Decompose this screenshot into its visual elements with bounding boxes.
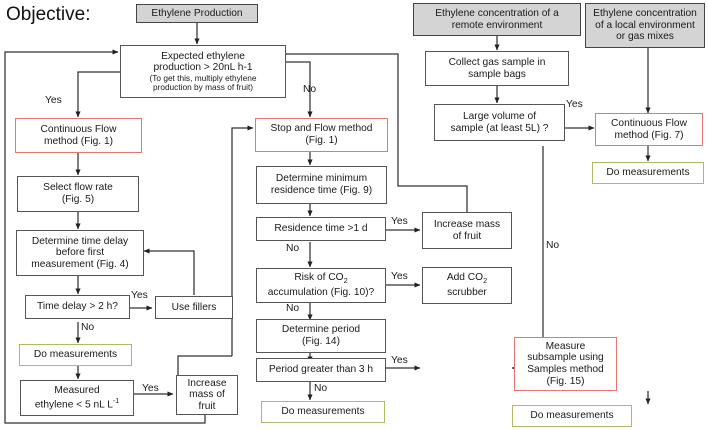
edge-label-no-expected: No — [303, 84, 317, 95]
node-label-line2: before first — [55, 247, 105, 259]
node-label: Time delay > 2 h? — [37, 301, 118, 313]
node-risk-of-co2-accumulation[interactable]: Risk of CO2 accumulation (Fig. 10)? — [256, 268, 386, 303]
edge-label-yes-risk: Yes — [391, 271, 408, 282]
node-expected-ethylene-production[interactable]: Expected ethylene production > 20nL h-1 … — [120, 45, 286, 98]
edge-label-yes-residence: Yes — [391, 216, 408, 227]
expected-note-2: production by mass of fruit) — [152, 82, 254, 93]
edge-label-no-period: No — [314, 383, 328, 394]
node-label-line3: Samples method — [527, 364, 604, 375]
add-co2-sub: 2 — [483, 276, 488, 286]
edge-label-yes-period: Yes — [391, 355, 408, 366]
node-label: Do measurements — [606, 167, 690, 179]
node-remote-environment[interactable]: Ethylene concentration of a remote envir… — [413, 3, 581, 36]
node-label: Use fillers — [171, 301, 217, 313]
node-stop-and-flow-method[interactable]: Stop and Flow method (Fig. 1) — [255, 118, 388, 152]
node-local-environment[interactable]: Ethylene concentration of a local enviro… — [585, 3, 705, 48]
risk-co2-text: Risk of CO — [294, 272, 344, 284]
measured-ethylene-sup: -1 — [112, 398, 120, 406]
node-do-measurements-mid[interactable]: Do measurements — [261, 401, 385, 423]
node-label-line2: method (Fig. 7) — [614, 129, 684, 141]
edge-label-no-timedelay: No — [81, 322, 95, 333]
node-determine-minimum-residence-time[interactable]: Determine minimum residence time (Fig. 9… — [256, 166, 387, 204]
node-label-line1: Continuous Flow — [40, 123, 117, 135]
edge-label-no-large-volume: No — [546, 240, 560, 251]
node-label-line2: remote environment — [451, 19, 543, 31]
node-label-line2: of fruit — [452, 230, 482, 242]
node-label-line1: Risk of CO2 — [294, 272, 347, 287]
edge-label-yes-expected: Yes — [45, 95, 62, 106]
node-period-question[interactable]: Period greater than 3 h — [256, 358, 386, 382]
node-label-line2: (Fig. 1) — [305, 135, 338, 146]
node-determine-period[interactable]: Determine period (Fig. 14) — [256, 319, 386, 353]
node-label-line1: Determine period — [281, 324, 361, 336]
expected-line-1: Expected ethylene — [161, 50, 245, 62]
node-label-line1: Large volume of — [462, 110, 537, 122]
node-label-line1: Measure — [545, 340, 586, 352]
node-label-line1: Stop and Flow method — [270, 123, 373, 135]
node-label: Do measurements — [530, 410, 614, 422]
node-residence-time-question[interactable]: Residence time >1 d — [256, 217, 386, 241]
node-label-line1: Determine time delay — [31, 235, 129, 247]
node-label-line2: sample (at least 5L) ? — [450, 122, 549, 134]
node-do-measurements-left[interactable]: Do measurements — [19, 344, 132, 366]
measured-ethylene-text: ethylene < 5 nL L — [34, 399, 113, 411]
node-label-line1: Increase mass — [433, 218, 501, 230]
node-label: Ethylene Production — [151, 7, 243, 19]
node-increase-mass-of-fruit-mid[interactable]: Increase mass of fruit — [422, 212, 512, 249]
node-label-line2: (Fig. 5) — [61, 194, 95, 205]
node-label-line2: sample bags — [468, 68, 526, 80]
node-label-line1: Increase — [187, 377, 227, 389]
node-label-line1: Ethylene concentration — [593, 8, 697, 20]
node-label-line4: (Fig. 15) — [546, 375, 585, 387]
node-label: Do measurements — [33, 349, 118, 361]
node-measure-subsample[interactable]: Measure subsample using Samples method (… — [514, 337, 617, 391]
node-do-measurements-bottom[interactable]: Do measurements — [512, 405, 632, 427]
node-use-fillers[interactable]: Use fillers — [155, 296, 233, 319]
edge-label-yes-large-volume: Yes — [566, 99, 583, 110]
node-label: Period greater than 3 h — [268, 364, 374, 376]
node-label-line1: Measured — [54, 384, 100, 396]
node-label-line2: scrubber — [447, 287, 487, 299]
node-label-line2: method (Fig. 1) — [43, 135, 114, 147]
node-label: Do measurements — [281, 406, 365, 418]
node-time-delay-question[interactable]: Time delay > 2 h? — [25, 295, 130, 319]
node-label-line2: subsample using — [527, 352, 604, 364]
node-label-line1: Collect gas sample in — [448, 56, 546, 68]
page-title: Objective: — [6, 4, 91, 25]
edge-label-no-residence: No — [286, 243, 300, 254]
risk-co2-sub: 2 — [343, 276, 348, 286]
add-co2-text: Add CO — [446, 272, 484, 284]
node-add-co2-scrubber[interactable]: Add CO2 scrubber — [422, 267, 512, 304]
node-label-line1: Continuous Flow — [611, 117, 687, 129]
expected-note-1: (To get this, multiply ethylene — [149, 72, 257, 83]
node-increase-mass-of-fruit-left[interactable]: Increase mass of fruit — [176, 375, 238, 415]
node-continuous-flow-fig7[interactable]: Continuous Flow method (Fig. 7) — [595, 113, 703, 146]
node-label-line2: ethylene < 5 nL L-1 — [35, 396, 119, 411]
node-label-line2: accumulation (Fig. 10)? — [267, 287, 375, 299]
node-select-flow-rate[interactable]: Select flow rate (Fig. 5) — [17, 176, 139, 212]
node-label-line1: Determine minimum — [275, 173, 368, 185]
node-label-line3: or gas mixes — [616, 31, 674, 43]
node-continuous-flow-fig1[interactable]: Continuous Flow method (Fig. 1) — [15, 118, 142, 153]
node-label-line3: measurement (Fig. 4) — [31, 258, 129, 270]
node-label: Residence time >1 d — [274, 223, 368, 235]
node-label-line2: residence time (Fig. 9) — [270, 185, 373, 196]
node-determine-time-delay[interactable]: Determine time delay before first measur… — [16, 230, 144, 276]
expected-line-2: production > 20nL h-1 — [153, 62, 253, 74]
node-measured-ethylene[interactable]: Measured ethylene < 5 nL L-1 — [20, 380, 134, 416]
node-label-line1: Add CO2 — [447, 272, 487, 287]
node-large-volume-question[interactable]: Large volume of sample (at least 5L) ? — [434, 104, 565, 141]
node-collect-gas-sample[interactable]: Collect gas sample in sample bags — [425, 51, 569, 86]
node-label-line2: of a local environment — [595, 19, 695, 31]
edge-label-yes-timedelay: Yes — [131, 290, 148, 301]
edge-label-no-risk: No — [286, 303, 300, 314]
node-label-line2: (Fig. 14) — [302, 336, 340, 347]
node-label-line1: Select flow rate — [43, 182, 113, 194]
edge-label-yes-measured: Yes — [142, 383, 159, 394]
node-label-line1: Ethylene concentration of a — [435, 7, 559, 19]
node-do-measurements-right[interactable]: Do measurements — [592, 162, 704, 184]
node-label-line2: mass of fruit — [189, 389, 225, 412]
node-ethylene-production[interactable]: Ethylene Production — [136, 4, 258, 23]
